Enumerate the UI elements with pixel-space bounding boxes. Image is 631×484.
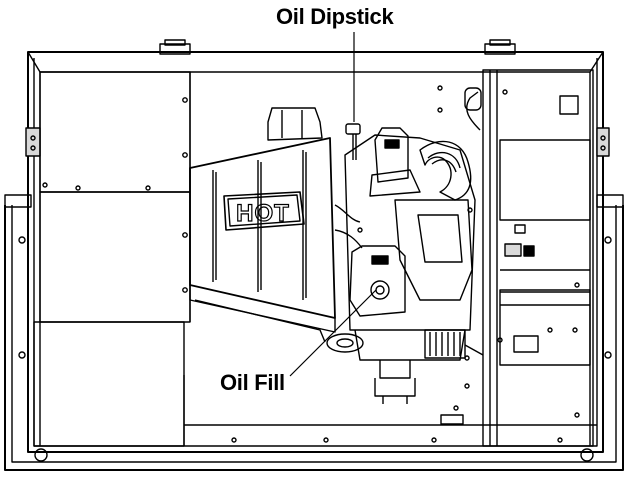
oil-dipstick xyxy=(346,124,360,160)
oil-fill-leader xyxy=(290,290,376,376)
oil-dipstick-label: Oil Dipstick xyxy=(276,4,393,30)
base-frame xyxy=(5,195,623,470)
engine-assembly xyxy=(327,88,481,404)
intake-tube xyxy=(268,108,322,140)
oil-fill-label: Oil Fill xyxy=(220,370,285,396)
right-control-panel xyxy=(483,70,593,446)
left-intake-panel xyxy=(34,72,190,446)
hot-deflector-panel xyxy=(190,138,335,342)
hot-label: HOT xyxy=(236,200,290,227)
